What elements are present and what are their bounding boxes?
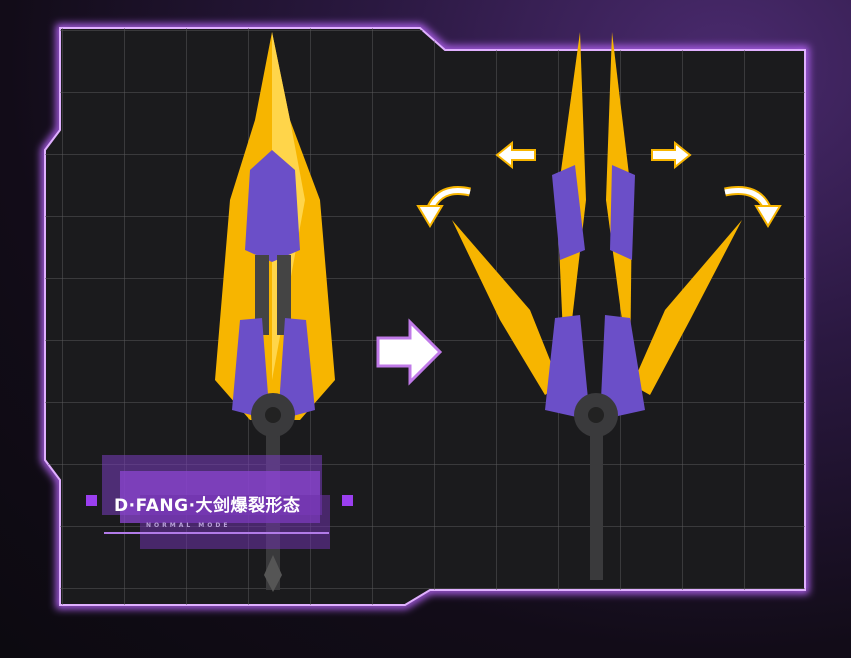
arrow-right-icon [376,318,443,386]
divider [104,532,329,534]
arrow-left-icon [495,140,536,170]
square-bullet-icon [86,495,97,506]
arrow-right-small-icon [651,140,692,170]
rotate-left-icon [416,186,472,228]
sword-burst-mode [452,32,742,580]
mode-title: D·FANG·大剑爆裂形态 [114,496,301,516]
mode-subtitle: NORMAL MODE [146,522,231,529]
mode-label: D·FANG·大剑爆裂形态 NORMAL MODE [84,455,364,550]
sword-normal-mode [215,32,335,592]
square-bullet-icon [342,495,353,506]
label-backdrop [140,495,330,549]
rotate-right-icon [724,186,782,228]
